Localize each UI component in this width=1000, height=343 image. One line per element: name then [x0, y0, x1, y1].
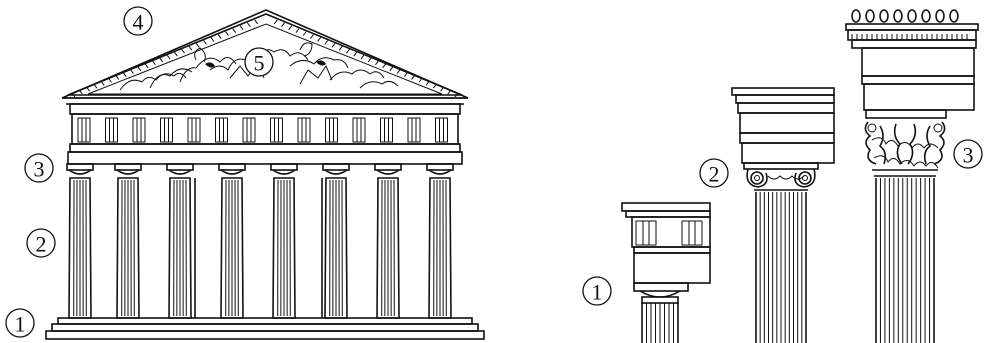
egg-ornament: [936, 10, 944, 22]
triglyph: [78, 118, 90, 142]
temple-column: [271, 164, 297, 318]
egg-ornament: [852, 10, 860, 22]
egg-ornament: [866, 10, 874, 22]
label-temple-4: 4: [124, 7, 152, 35]
temple-column: [427, 164, 453, 318]
egg-ornament: [894, 10, 902, 22]
egg-ornament: [950, 10, 958, 22]
svg-text:2: 2: [709, 162, 720, 187]
acanthus-capital: [865, 122, 944, 176]
triglyph: [106, 118, 118, 142]
triglyph: [298, 118, 310, 142]
triglyph: [381, 118, 393, 142]
svg-text:3: 3: [34, 157, 45, 182]
triglyph: [326, 118, 338, 142]
triglyph: [133, 118, 145, 142]
label-order-1: 1: [583, 277, 611, 305]
label-temple-1: 1: [6, 309, 34, 337]
svg-text:1: 1: [592, 280, 603, 305]
doric-column-icon: [622, 203, 710, 343]
egg-ornament: [880, 10, 888, 22]
temple-column: [219, 164, 245, 318]
temple-columns: [67, 164, 453, 318]
temple-column: [167, 164, 193, 318]
temple-column: [375, 164, 401, 318]
svg-text:5: 5: [254, 51, 265, 76]
temple-column: [323, 164, 349, 318]
triglyph: [271, 118, 283, 142]
egg-ornament: [908, 10, 916, 22]
svg-text:4: 4: [133, 10, 144, 35]
stylobate: [46, 318, 484, 339]
label-temple-5: 5: [245, 48, 273, 76]
entablature: [68, 104, 462, 164]
triglyph: [161, 118, 173, 142]
ionic-column-icon: [732, 88, 834, 343]
triglyph: [188, 118, 200, 142]
label-order-2: 2: [700, 159, 728, 187]
corinthian-column-icon: [846, 10, 978, 343]
triglyph: [243, 118, 255, 142]
triglyph: [216, 118, 228, 142]
label-order-3: 3: [954, 140, 982, 168]
triglyph: [436, 118, 448, 142]
svg-text:1: 1: [15, 312, 26, 337]
svg-text:3: 3: [963, 143, 974, 168]
egg-ornament: [922, 10, 930, 22]
label-temple-3: 3: [25, 154, 53, 182]
temple-column: [115, 164, 141, 318]
triglyph: [353, 118, 365, 142]
svg-text:2: 2: [36, 232, 47, 257]
triglyph: [408, 118, 420, 142]
temple-column: [67, 164, 93, 318]
label-temple-2: 2: [27, 229, 55, 257]
